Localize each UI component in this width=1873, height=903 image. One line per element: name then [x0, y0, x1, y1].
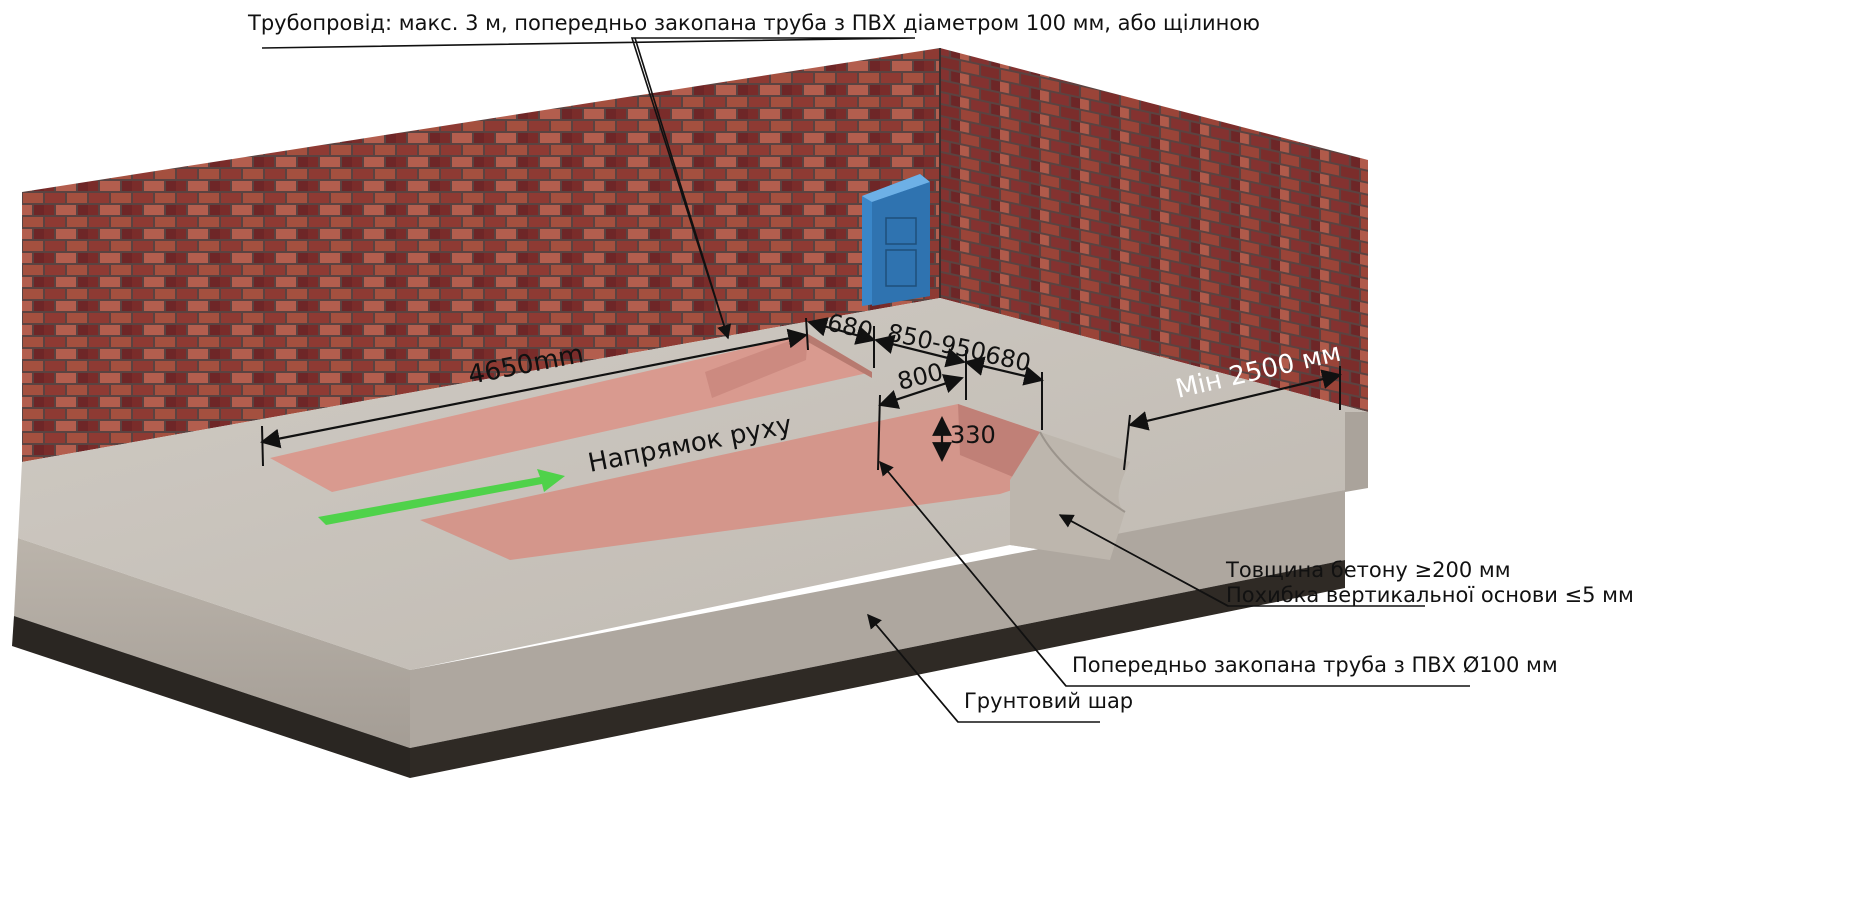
back-brick-wall	[22, 48, 940, 462]
soil-layer	[12, 616, 410, 778]
pipeline-note: Трубопровід: макс. 3 м, попередньо закоп…	[247, 11, 1260, 35]
dim-330-label: 330	[950, 421, 996, 449]
dim-gap-line	[874, 334, 966, 368]
ramp-block	[1010, 432, 1130, 560]
concrete-slab-front	[14, 538, 410, 748]
direction-arrow	[318, 469, 565, 525]
right-brick-wall	[940, 48, 1368, 412]
pit-right	[420, 404, 1040, 560]
pipeline-leader	[261, 37, 916, 339]
dim-680-right-line	[964, 356, 1044, 386]
pvc-pipe-label: Попередньо закопана труба з ПВХ Ø100 мм	[1072, 653, 1558, 677]
control-cabinet	[862, 174, 930, 306]
dim-800-line	[878, 374, 964, 409]
dim-680-left-line	[807, 317, 876, 345]
dim-min-clearance-line	[1128, 369, 1342, 431]
base-tolerance-label: Похибка вертикальної основи ≤5 мм	[1226, 583, 1634, 607]
dim-4650-line	[260, 328, 808, 449]
concrete-thickness-label: Товщина бетону ≥200 мм	[1225, 558, 1511, 582]
soil-layer-label: Грунтовий шар	[964, 689, 1133, 713]
